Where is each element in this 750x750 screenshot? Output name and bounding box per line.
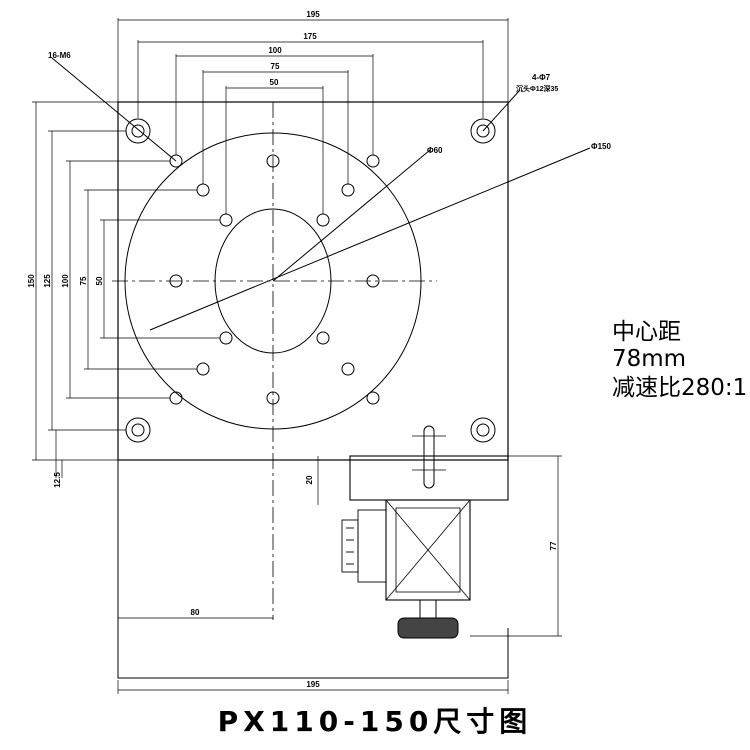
dim-left-75: 75 bbox=[79, 276, 88, 285]
dim-top-175: 175 bbox=[303, 32, 317, 41]
callout-counterbore: 沉头Φ12深35 bbox=[516, 84, 558, 93]
dim-left-50: 50 bbox=[95, 276, 104, 285]
dim-left-125: 125 bbox=[43, 274, 52, 288]
dim-left-150: 150 bbox=[27, 274, 36, 288]
callout-4-phi7: 4-Φ7 bbox=[532, 73, 551, 82]
center-distance-note: 中心距78mm bbox=[612, 319, 687, 372]
phi150-leader bbox=[149, 147, 591, 331]
dim-flange-20: 20 bbox=[305, 475, 314, 484]
center-lines bbox=[112, 102, 437, 620]
callout-phi150: Φ150 bbox=[591, 142, 611, 151]
adjust-knob bbox=[397, 617, 459, 639]
left-dimension-lines bbox=[32, 101, 220, 478]
drawing-caption: PX110-150尺寸图 bbox=[217, 705, 533, 738]
dim-center-80: 80 bbox=[191, 608, 200, 617]
top-dimension-lines bbox=[117, 18, 509, 214]
dimension-labels: 195 175 100 75 50 150 125 100 75 50 12.5… bbox=[27, 10, 611, 689]
motor-height-dimension bbox=[317, 455, 562, 637]
bottom-dimension-lines bbox=[117, 617, 509, 694]
dim-top-100: 100 bbox=[268, 46, 282, 55]
dim-motor-77: 77 bbox=[549, 541, 558, 550]
dim-top-50: 50 bbox=[270, 78, 279, 87]
dim-left-100: 100 bbox=[61, 274, 70, 288]
lower-housing-outline bbox=[117, 460, 509, 679]
motor-slot bbox=[423, 425, 435, 489]
callout-16-m6: 16-M6 bbox=[48, 51, 71, 60]
phi7-leader bbox=[482, 89, 521, 132]
connector bbox=[341, 509, 387, 583]
mount-holes bbox=[125, 118, 496, 443]
gearbox-housing bbox=[349, 455, 509, 501]
dim-bottom-195: 195 bbox=[306, 680, 320, 689]
dim-top-195: 195 bbox=[306, 10, 320, 19]
dim-left-12-5: 12.5 bbox=[53, 472, 62, 488]
motor-shaft bbox=[419, 599, 437, 619]
m6-leader bbox=[51, 57, 177, 162]
callout-phi60: Φ60 bbox=[427, 146, 443, 155]
phi60-leader bbox=[272, 149, 431, 282]
dim-top-75: 75 bbox=[271, 62, 280, 71]
reduction-ratio-note: 减速比280:1 bbox=[612, 375, 748, 401]
